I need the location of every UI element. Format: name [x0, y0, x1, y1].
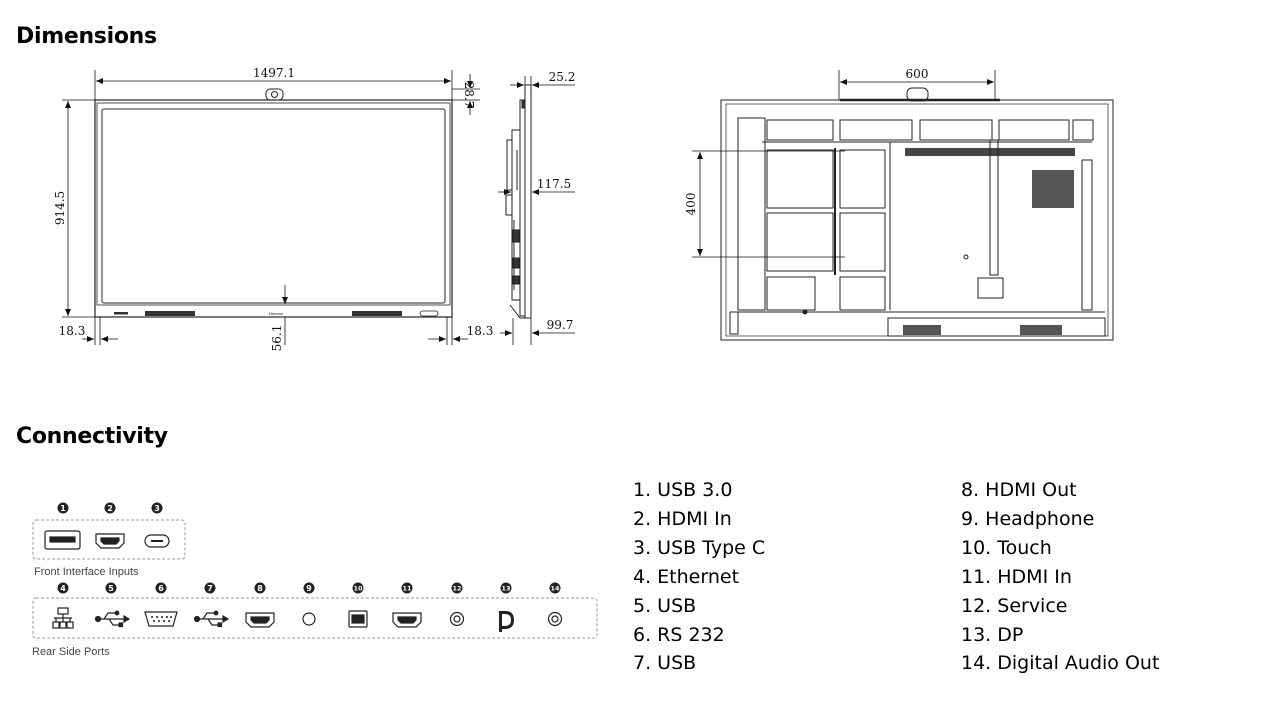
- list-item: 8. HDMI Out: [961, 479, 1077, 501]
- svg-text:8: 8: [257, 584, 263, 593]
- list-item: 14. Digital Audio Out: [961, 652, 1160, 675]
- list-item: 2. HDMI In: [633, 507, 732, 530]
- list-item: 12. Service: [961, 594, 1068, 617]
- port-badge: 8: [254, 582, 266, 594]
- list-item: 11. HDMI In: [961, 565, 1072, 588]
- camera-height-dimension-label: 28.7: [462, 82, 476, 109]
- port-badge: 3: [151, 502, 163, 514]
- usb-icon: [193, 610, 230, 628]
- svg-text:10: 10: [353, 585, 363, 593]
- right-bezel-dimension-label: 18.3: [467, 324, 494, 338]
- port-badge: 2: [104, 502, 116, 514]
- front-panel-caption: Front Interface Inputs: [34, 566, 139, 578]
- service-port-icon: [449, 611, 465, 627]
- svg-text:2: 2: [107, 504, 113, 513]
- svg-text:12: 12: [452, 585, 461, 593]
- list-item: 6. RS 232: [633, 623, 725, 646]
- depth-bottom-dimension-label: 99.7: [547, 318, 574, 332]
- port-badge: 7: [204, 582, 216, 594]
- svg-text:7: 7: [207, 584, 213, 593]
- side-view-drawing: [505, 84, 532, 319]
- svg-text:14: 14: [550, 585, 560, 593]
- svg-text:9: 9: [306, 584, 312, 593]
- hdmi-port-icon: [95, 533, 125, 549]
- rear-panel-box: [32, 597, 598, 639]
- width-dimension-label: 1497.1: [253, 66, 295, 80]
- port-badge: 14: [549, 582, 561, 594]
- headphone-jack-icon: [302, 612, 316, 626]
- usb-c-port-icon: [144, 534, 170, 548]
- svg-text:13: 13: [501, 585, 510, 593]
- svg-text:11: 11: [402, 585, 412, 593]
- front-view-dimension-lines: [62, 70, 480, 345]
- rs232-port-icon: [144, 611, 178, 627]
- port-badge: 11: [401, 582, 413, 594]
- vesa-height-dimension-label: 400: [684, 193, 698, 216]
- port-badge: 5: [105, 582, 117, 594]
- front-view-drawing: Hisense: [94, 88, 453, 318]
- left-bezel-dimension-label: 18.3: [59, 324, 86, 338]
- list-item: 1. USB 3.0: [633, 479, 733, 501]
- height-dimension-label: 914.5: [53, 191, 67, 225]
- list-item: 10. Touch: [961, 536, 1052, 559]
- connectivity-heading: Connectivity: [16, 424, 168, 449]
- svg-text:4: 4: [60, 584, 66, 593]
- svg-text:6: 6: [158, 584, 164, 593]
- rear-panel-caption: Rear Side Ports: [32, 646, 110, 658]
- dimension-drawings: Hisense 1497.1 28.7 914.5 18.3 18.3 56.1: [53, 66, 1114, 352]
- hdmi-port-icon: [245, 612, 275, 628]
- usb-icon: [94, 610, 131, 628]
- port-badge: 12: [451, 582, 463, 594]
- list-item: 5. USB: [633, 594, 697, 617]
- rear-view-drawing: [720, 87, 1114, 341]
- port-badge: 13: [500, 582, 512, 594]
- port-list-left: 1. USB 3.0 2. HDMI In 3. USB Type C 4. E…: [633, 476, 765, 678]
- brand-logo: Hisense: [269, 311, 284, 316]
- digital-audio-out-icon: [547, 611, 563, 627]
- svg-text:3: 3: [154, 504, 160, 513]
- dimensions-heading: Dimensions: [16, 24, 157, 49]
- port-badge: 1: [57, 502, 69, 514]
- ethernet-icon: [52, 607, 74, 629]
- touch-usb-port-icon: [348, 610, 368, 628]
- port-badge: 9: [303, 582, 315, 594]
- rear-view-dimension-lines: [692, 70, 996, 258]
- depth-middle-dimension-label: 117.5: [537, 177, 571, 191]
- port-badge: 10: [352, 582, 364, 594]
- bottom-bar-dimension-label: 56.1: [270, 325, 284, 352]
- usb-a-port-icon: [44, 530, 81, 550]
- port-list-right: 8. HDMI Out 9. Headphone 10. Touch 11. H…: [961, 476, 1159, 678]
- displayport-icon: [499, 611, 514, 632]
- svg-text:5: 5: [108, 584, 114, 593]
- port-diagram: Front Interface Inputs Rear Side Ports 1…: [32, 502, 598, 658]
- side-view-dimension-lines: [498, 76, 575, 345]
- list-item: 9. Headphone: [961, 507, 1095, 530]
- list-item: 13. DP: [961, 623, 1024, 646]
- depth-top-dimension-label: 25.2: [549, 70, 576, 84]
- hdmi-port-icon: [392, 612, 422, 628]
- port-badge: 4: [57, 582, 69, 594]
- front-panel-box: [32, 519, 186, 560]
- svg-text:1: 1: [60, 504, 66, 513]
- list-item: 4. Ethernet: [633, 565, 740, 588]
- port-badge: 6: [155, 582, 167, 594]
- list-item: 3. USB Type C: [633, 536, 766, 559]
- list-item: 7. USB: [633, 652, 697, 675]
- vesa-width-dimension-label: 600: [906, 67, 929, 81]
